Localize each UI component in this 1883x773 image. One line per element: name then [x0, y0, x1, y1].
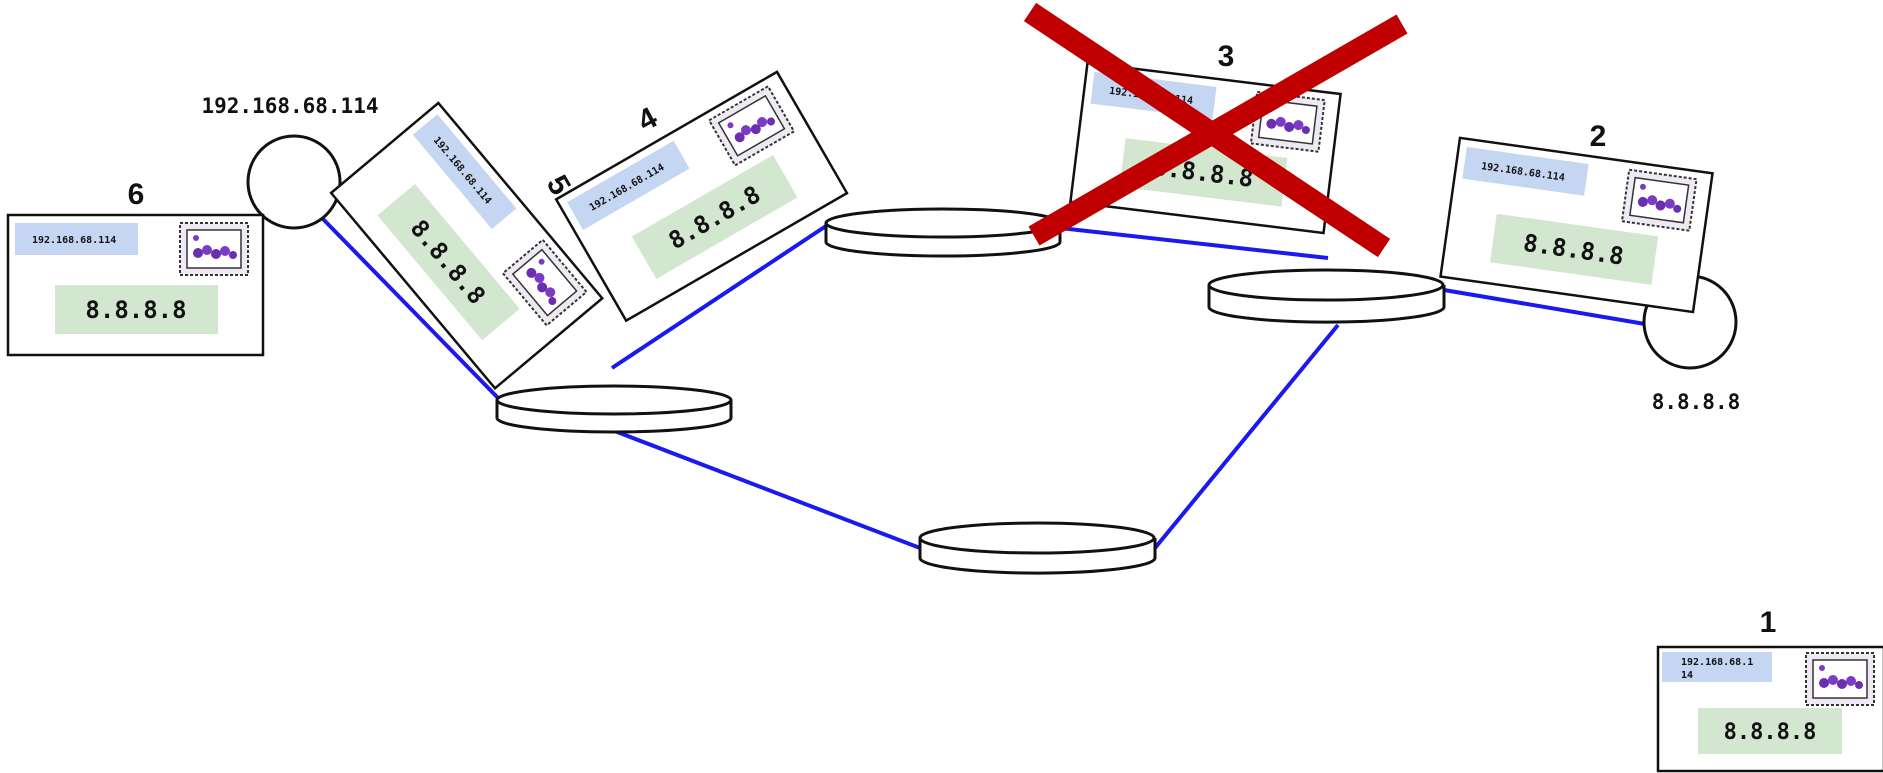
step-number-4: 4: [632, 101, 663, 138]
to-address-box: [377, 183, 520, 341]
to-address-text: 8.8.8.8: [1724, 720, 1817, 745]
link-r4-r3: [1153, 323, 1340, 550]
link-r2-r3: [1059, 226, 1329, 260]
from-address-text-line2: 14: [1681, 670, 1693, 681]
router-3: [1207, 268, 1446, 324]
packet-6: 192.168.68.114 8.8.8.8 6: [6, 178, 265, 357]
source-ip-label: 192.168.68.114: [201, 94, 378, 118]
dropped-cross-icon: [1023, 2, 1408, 258]
network-links: [320, 216, 1646, 550]
from-address-box: [1662, 652, 1772, 682]
packet-2: 192.168.68.114 8.8.8.8: [1439, 136, 1714, 314]
from-address-box: [1462, 146, 1589, 196]
stamp-icon: [1620, 168, 1698, 232]
step-number-2: 2: [1590, 120, 1607, 153]
to-address-box: [631, 155, 798, 279]
link-r3-dest: [1443, 288, 1646, 326]
to-address-text: 8.8.8.8: [85, 296, 186, 324]
stamp-icon: [179, 222, 249, 276]
link-source-r1: [320, 216, 502, 402]
packet-5: 192.168.68.114 8.8.8.8: [329, 101, 605, 391]
from-address-text-line1: 192.168.68.1: [1681, 657, 1753, 668]
link-r1-r4: [611, 428, 921, 550]
from-address-box: [412, 114, 517, 230]
router-1: [495, 384, 733, 434]
router-2: [824, 207, 1062, 258]
stamp-icon: [1805, 652, 1875, 706]
host-source: 192.168.68.114: [201, 94, 379, 230]
packet-envelope: [329, 101, 605, 391]
from-address-box: [567, 140, 690, 231]
packet-1: 192.168.68.1 14 8.8.8.8 1: [1656, 606, 1883, 773]
host-source-circle: [246, 134, 342, 230]
link-r1-r2: [610, 224, 828, 370]
destination-ip-label: 8.8.8.8: [1652, 390, 1741, 414]
to-address-box: [1698, 708, 1842, 754]
to-address-box: [55, 285, 218, 334]
from-address-text: 192.168.68.114: [32, 235, 116, 246]
step-number: 6: [128, 178, 145, 211]
packet-4: 192.168.68.114 8.8.8.8: [554, 70, 849, 323]
from-address-box: [15, 223, 138, 255]
router-4: [918, 521, 1157, 575]
to-address-box: [1489, 213, 1659, 285]
step-number: 1: [1760, 606, 1777, 639]
step-number-3: 3: [1218, 40, 1235, 73]
